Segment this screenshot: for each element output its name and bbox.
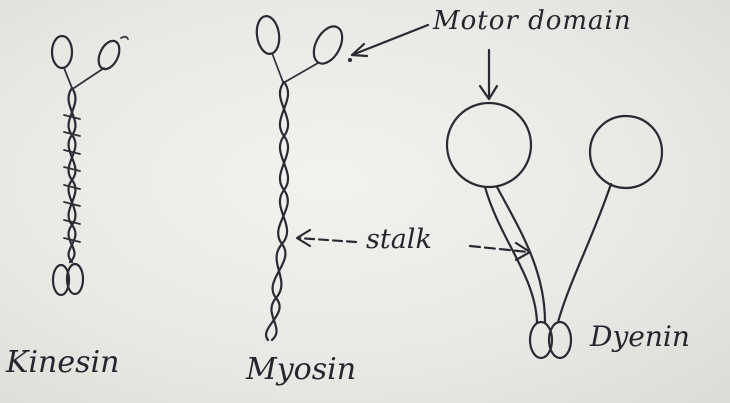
myosin-stalk-strand-b [266,82,288,340]
myosin-head-right [308,22,348,69]
myosin-drawing [254,15,352,340]
dynein-stalk-left-outer [497,187,545,322]
dynein-motor-domain-left [447,103,531,187]
motor-domain-label: Motor domain [433,6,632,36]
motor-domain-arrow-to-myosin [352,25,428,55]
stalk-arrow-to-dynein [470,246,528,252]
dynein-motor-domain-right [590,116,662,188]
kinesin-drawing [52,36,128,295]
dynein-stalk-left-inner [485,187,537,322]
kinesin-neck [64,68,104,88]
stalk-label: stalk [366,224,432,255]
dynein-label: Dyenin [590,320,690,353]
kinesin-label: Kinesin [6,345,119,380]
kinesin-head-left [52,36,72,68]
kinesin-head-right [95,38,124,73]
myosin-label: Myosin [246,352,356,387]
kinesin-head-mark [121,37,128,39]
myosin-head-dot [348,58,352,62]
myosin-neck [272,53,318,82]
dynein-stalk-right [558,184,611,322]
myosin-head-left [254,15,281,56]
stalk-arrow-to-myosin [298,238,356,242]
